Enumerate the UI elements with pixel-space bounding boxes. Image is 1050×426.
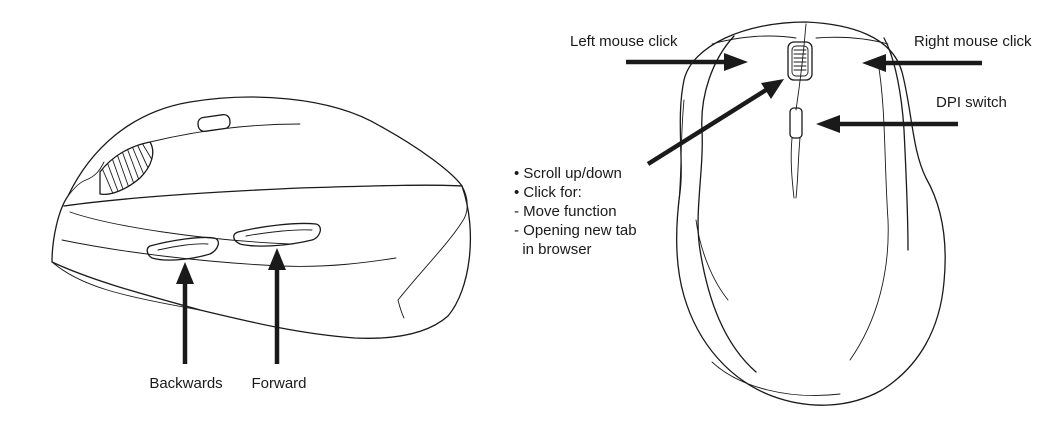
- label-scroll-line: • Click for:: [514, 184, 582, 201]
- top-mouse-button-split: [795, 23, 807, 111]
- side-mouse-seam: [63, 184, 463, 207]
- top-mouse-shell: [676, 21, 946, 406]
- side-mouse-underside: [51, 261, 201, 311]
- top-dpi-switch: [789, 107, 803, 139]
- label-scroll-line: in browser: [514, 241, 592, 258]
- side-mouse-top-groove: [149, 123, 301, 143]
- top-mouse-left-button-edge: [711, 35, 797, 45]
- top-mouse-right-lower: [849, 61, 889, 361]
- side-mouse-nose-curve: [67, 161, 105, 197]
- top-mouse-right-button-edge: [815, 36, 889, 45]
- label-scroll-line: - Opening new tab: [514, 222, 637, 239]
- side-mouse-side-line-2: [69, 211, 291, 245]
- side-mouse-side-line-1: [61, 239, 397, 267]
- side-scroll-wheel: [99, 141, 154, 196]
- top-mouse-left-panel: [697, 35, 757, 373]
- top-scroll-wheel: [787, 41, 813, 81]
- backwards-arrow: [176, 262, 194, 364]
- label-left-click: Left mouse click: [570, 33, 678, 50]
- top-mouse-center-line-2: [795, 137, 801, 199]
- top-mouse-thumb-line: [677, 99, 685, 211]
- backwards-button: [146, 236, 220, 261]
- label-scroll-line: • Scroll up/down: [514, 165, 622, 182]
- forward-button: [233, 222, 322, 247]
- top-mouse-thumb-line-2: [695, 219, 729, 301]
- label-backwards: Backwards: [149, 375, 222, 392]
- dpi-switch-arrow: [816, 115, 958, 133]
- label-dpi-switch: DPI switch: [936, 94, 1007, 111]
- left-click-arrow: [626, 53, 748, 71]
- side-dpi-button: [197, 113, 231, 133]
- top-mouse-bottom-curve: [711, 361, 841, 396]
- scroll-wheel-arrow: [646, 79, 784, 166]
- side-mouse-rear-edge: [397, 299, 405, 319]
- top-mouse-center-line: [790, 137, 795, 199]
- label-right-click: Right mouse click: [914, 33, 1032, 50]
- side-view-mouse: [51, 96, 472, 339]
- top-view-mouse: [676, 21, 946, 406]
- right-click-arrow: [862, 54, 982, 72]
- side-mouse-rear-curve: [397, 185, 468, 301]
- forward-arrow: [268, 248, 286, 364]
- label-forward: Forward: [251, 375, 306, 392]
- label-scroll-line: - Move function: [514, 203, 617, 220]
- side-mouse-shell: [51, 96, 472, 339]
